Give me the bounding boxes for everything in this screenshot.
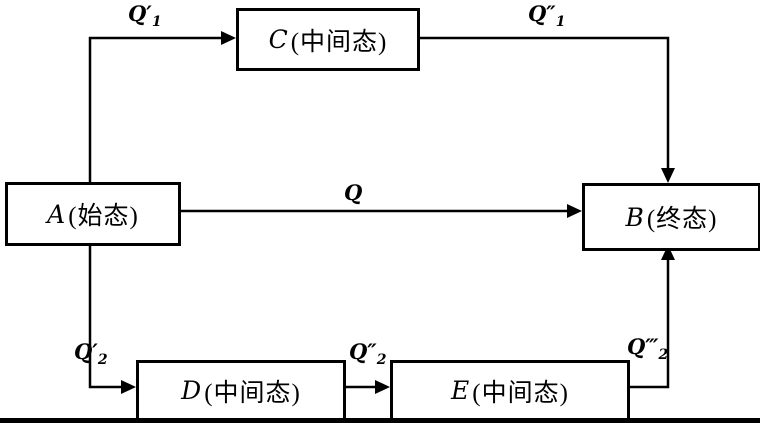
arrow-A-to-D-line — [88, 240, 124, 389]
edge-label-Q1-double-prime: Q″1 — [528, 3, 565, 29]
node-C-letter: C — [268, 25, 289, 54]
node-E-letter: E — [451, 376, 471, 405]
edge-label-Q2-prime-base: Q′ — [74, 339, 98, 364]
edge-label-Q2-double-prime-base: Q″ — [349, 339, 377, 364]
edge-label-Q1-prime: Q′1 — [128, 3, 162, 29]
edge-label-Q2-prime-sub: 2 — [97, 352, 108, 369]
arrowhead-into-E — [375, 380, 390, 394]
arrow-C-to-B-line — [414, 36, 670, 171]
bottom-edge-line — [0, 418, 760, 423]
arrowhead-into-B-top — [661, 168, 675, 183]
edge-label-Q1-prime-base: Q′ — [128, 1, 152, 26]
node-B-letter: B — [625, 202, 645, 232]
edge-label-Q2-triple-prime-base: Q‴ — [627, 334, 659, 359]
node-E-state-label: (中间态) — [472, 379, 569, 407]
node-B-final-state: B (终态) — [582, 183, 760, 251]
edge-label-Q2-prime: Q′2 — [74, 341, 108, 367]
edge-label-Q-base: Q — [344, 180, 363, 205]
edge-label-Q2-triple-prime: Q‴2 — [627, 336, 668, 362]
node-A-state-label: (始态) — [68, 203, 139, 230]
node-C-intermediate-state: C (中间态) — [236, 8, 420, 71]
arrow-E-to-B-line — [624, 257, 670, 389]
arrowhead-into-B-left — [567, 204, 582, 218]
node-D-state-label: (中间态) — [204, 379, 301, 407]
node-B-state-label: (终态) — [646, 206, 718, 233]
arrowhead-into-C — [221, 31, 236, 45]
node-A-initial-state: A (始态) — [5, 182, 181, 246]
node-D-intermediate-state: D (中间态) — [136, 360, 346, 421]
edge-label-Q2-triple-prime-sub: 2 — [658, 347, 669, 364]
node-A-letter: A — [47, 199, 67, 229]
edge-label-Q: Q — [344, 182, 362, 208]
edge-label-Q2-double-prime: Q″2 — [349, 341, 386, 367]
edge-label-Q1-double-prime-sub: 1 — [555, 14, 566, 31]
arrowhead-into-D — [121, 380, 136, 394]
node-C-state-label: (中间态) — [290, 28, 388, 56]
node-D-letter: D — [181, 376, 203, 405]
arrowhead-into-B-bottom — [661, 245, 675, 260]
node-E-intermediate-state: E (中间态) — [390, 360, 630, 421]
edge-label-Q1-double-prime-base: Q″ — [528, 1, 556, 26]
edge-label-Q1-prime-sub: 1 — [151, 14, 162, 31]
edge-label-Q2-double-prime-sub: 2 — [376, 352, 387, 369]
arrow-A-to-C-line — [88, 36, 224, 182]
